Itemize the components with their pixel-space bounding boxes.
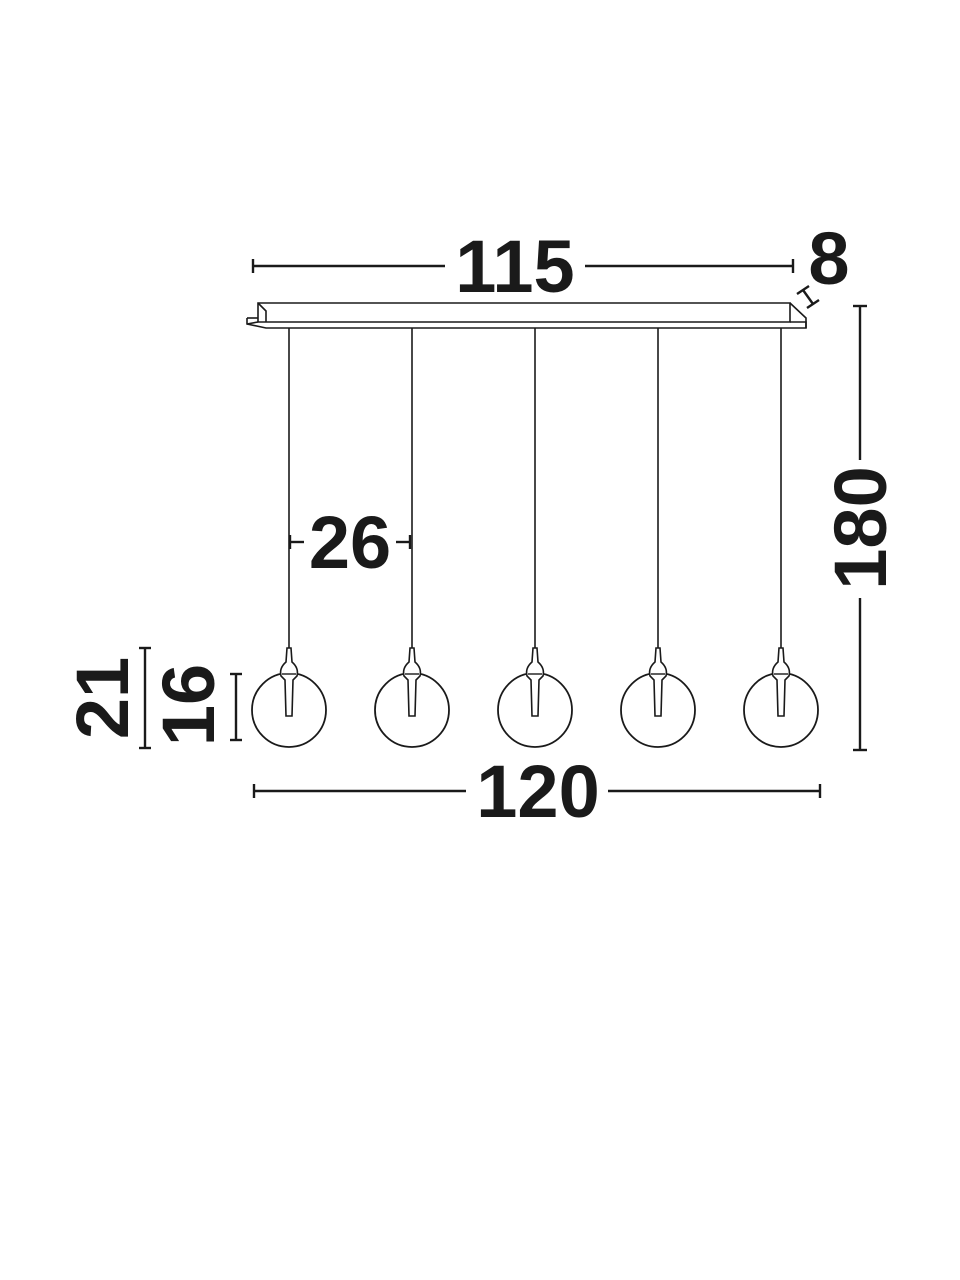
pendant <box>743 328 819 748</box>
pendant <box>620 328 696 748</box>
lamp-socket <box>279 647 299 717</box>
dimension-fixture-height: 21 <box>61 646 151 750</box>
fixture-height-label: 21 <box>61 657 144 739</box>
dimension-canopy-depth: 8 <box>796 217 850 309</box>
dimension-total-width: 120 <box>252 750 822 833</box>
globe-diameter-label: 16 <box>147 664 230 746</box>
dimension-total-height: 180 <box>819 304 902 752</box>
dimension-canopy-length: 115 <box>251 225 795 308</box>
lamp-socket <box>402 647 422 717</box>
canopy-length-label: 115 <box>455 225 574 308</box>
lamp-socket <box>771 647 791 717</box>
dimension-globe-diameter: 16 <box>147 664 242 746</box>
lamp-socket <box>648 647 668 717</box>
pendant <box>374 328 450 748</box>
dimension-spacing: 26 <box>288 501 412 584</box>
canopy <box>246 302 807 329</box>
total-height-label: 180 <box>819 466 902 589</box>
pendant <box>251 328 327 748</box>
pendant-group <box>251 328 819 748</box>
total-width-label: 120 <box>476 750 599 833</box>
pendant <box>497 328 573 748</box>
lamp-socket <box>525 647 545 717</box>
spacing-label: 26 <box>309 501 391 584</box>
canopy-depth-label: 8 <box>808 217 849 300</box>
